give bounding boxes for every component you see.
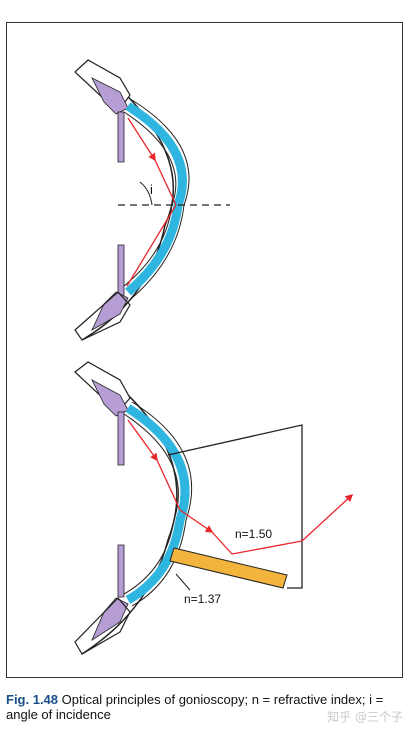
bottom-ray-exit bbox=[301, 493, 354, 542]
watermark: 知乎 @三个子 bbox=[327, 710, 403, 724]
top-eye-section: i bbox=[74, 59, 230, 341]
bottom-iris-lower bbox=[91, 597, 129, 642]
gonioscopy-diagram: i n=1.50 n=1.37 bbox=[74, 59, 354, 655]
top-iris-upper bbox=[91, 77, 129, 115]
top-iris-stalk-lower bbox=[117, 244, 125, 297]
interface-leader-line bbox=[175, 573, 191, 591]
figure-caption: Fig. 1.48 Optical principles of goniosco… bbox=[6, 692, 408, 722]
interface-index-label: n=1.37 bbox=[184, 592, 221, 606]
figure-label: Fig. 1.48 bbox=[6, 692, 59, 707]
bottom-cornea bbox=[125, 404, 190, 604]
bottom-iris-stalk-lower bbox=[117, 544, 125, 598]
bottom-ray-incident bbox=[127, 419, 158, 462]
bottom-ray-to-mirror bbox=[211, 531, 233, 555]
figure-caption-text: Optical principles of gonioscopy; n = re… bbox=[6, 692, 384, 722]
bottom-cornea-inner-edge bbox=[123, 413, 179, 595]
top-sclera-lower bbox=[74, 291, 131, 341]
bottom-sclera-outline bbox=[81, 361, 178, 655]
top-angle-label: i bbox=[150, 182, 153, 197]
lens-index-label: n=1.50 bbox=[235, 527, 272, 541]
top-iris-lower bbox=[91, 291, 129, 331]
top-iris-stalk-upper bbox=[117, 111, 125, 163]
top-ray-to-cornea bbox=[154, 159, 177, 206]
bottom-eye-section: n=1.50 n=1.37 bbox=[74, 361, 354, 655]
bottom-ray-to-cornea bbox=[156, 459, 181, 511]
top-ray-reflected bbox=[126, 204, 177, 287]
bottom-sclera-lower bbox=[74, 597, 131, 655]
bottom-cornea-outer-edge bbox=[131, 401, 193, 607]
gonio-lens-body bbox=[167, 424, 303, 589]
bottom-ray-in-lens bbox=[179, 509, 214, 533]
gonio-mirror-strip bbox=[169, 547, 288, 589]
top-angle-arc bbox=[139, 181, 153, 206]
bottom-iris-stalk-upper bbox=[117, 411, 125, 466]
top-ray-incident bbox=[127, 117, 156, 162]
bottom-ray-reflected bbox=[231, 540, 303, 555]
